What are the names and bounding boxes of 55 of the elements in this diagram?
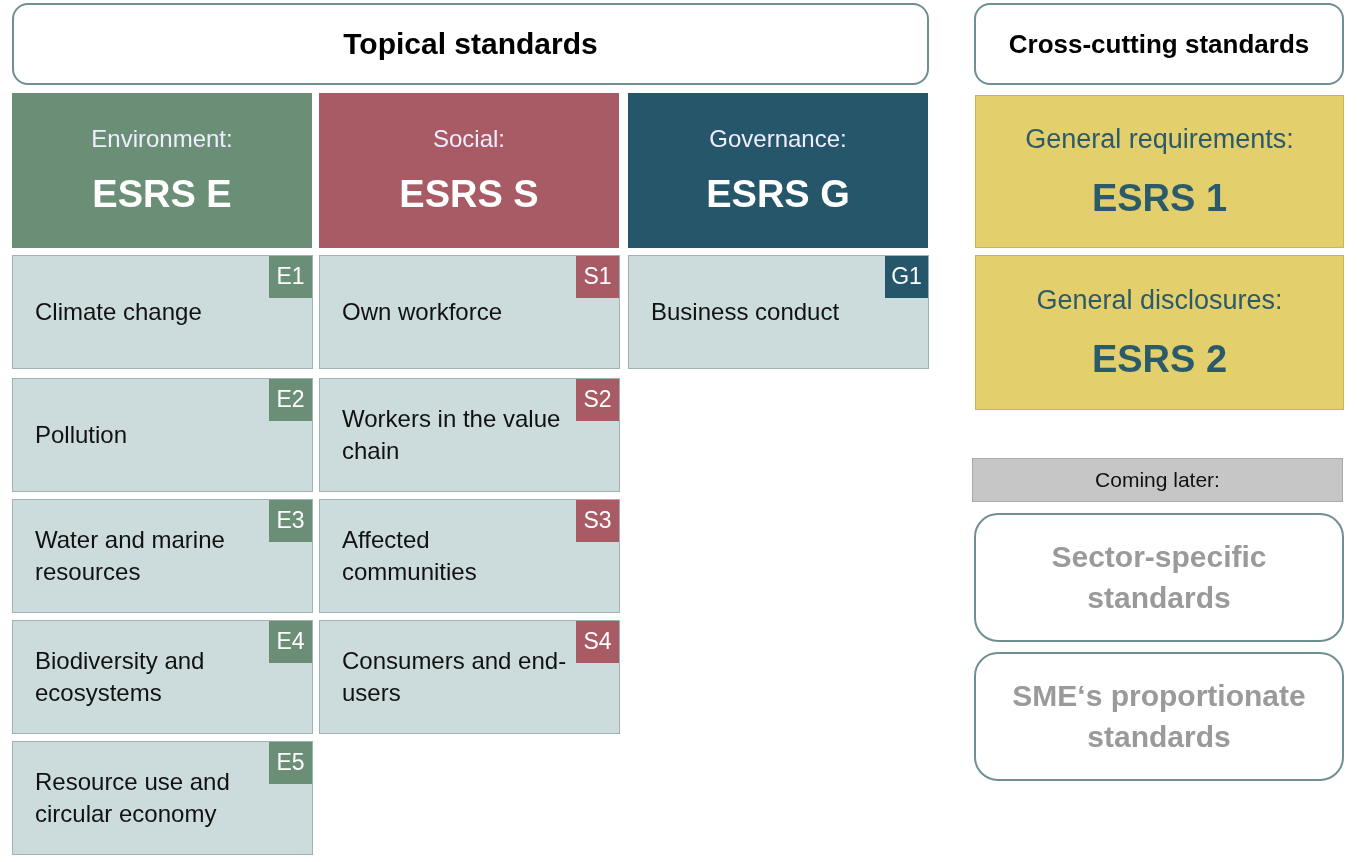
topic-box: [319, 378, 620, 492]
code-badge: E4: [269, 621, 312, 663]
standard-code: ESRS S: [399, 173, 539, 216]
topic-box: [12, 741, 313, 855]
code-badge: E2: [269, 379, 312, 421]
standard-code: ESRS E: [92, 173, 232, 216]
future-standard-box: [974, 513, 1344, 642]
category-label: Environment:: [91, 125, 233, 153]
standard-label: SME‘s proportionate standards: [1011, 678, 1307, 755]
category-label: General requirements:: [1025, 123, 1294, 155]
standard-label: Sector-specific standards: [1050, 539, 1268, 616]
category-label: Social:: [432, 125, 505, 153]
topic-box: [319, 620, 620, 734]
code-badge: E3: [269, 500, 312, 542]
note-text: Coming later:: [1095, 468, 1220, 492]
future-standard-box: [974, 652, 1344, 781]
requirements-box: [975, 255, 1344, 410]
standard-code: ESRS 1: [1091, 176, 1228, 220]
requirements-box: [975, 95, 1344, 248]
topic-box: [319, 255, 620, 369]
topic-label: Climate change: [35, 296, 202, 327]
topic-box: [12, 620, 313, 734]
topic-label: Business conduct: [651, 296, 840, 327]
code-badge: E1: [269, 256, 312, 298]
topic-label: Resource use and circular economy: [35, 766, 231, 829]
header-box: [12, 3, 929, 85]
topic-label: Workers in the value chain: [342, 403, 562, 466]
category-header: [628, 93, 928, 248]
standard-code: ESRS G: [706, 173, 850, 216]
code-badge: G1: [885, 256, 928, 298]
category-label: Governance:: [709, 125, 847, 153]
category-header: [12, 93, 312, 248]
code-badge: E5: [269, 742, 312, 784]
topic-label: Own workforce: [342, 296, 503, 327]
category-header: [319, 93, 619, 248]
topic-label: Water and marine resources: [35, 524, 226, 587]
note-band: [972, 458, 1343, 502]
topic-label: Affected communities: [342, 524, 478, 587]
code-badge: S1: [576, 256, 619, 298]
heading-text: Cross-cutting standards: [1008, 28, 1310, 60]
topic-box: [12, 499, 313, 613]
heading-text: Topical standards: [343, 27, 598, 61]
topic-label: Consumers and end-users: [342, 645, 568, 708]
topic-box: [12, 255, 313, 369]
topic-box: [628, 255, 929, 369]
code-badge: S4: [576, 621, 619, 663]
code-badge: S3: [576, 500, 619, 542]
topic-box: [12, 378, 313, 492]
category-label: General disclosures:: [1036, 284, 1283, 316]
topic-label: Biodiversity and ecosystems: [35, 645, 206, 708]
topic-box: [319, 499, 620, 613]
topic-label: Pollution: [35, 419, 128, 450]
header-box: [974, 3, 1344, 85]
code-badge: S2: [576, 379, 619, 421]
standard-code: ESRS 2: [1091, 337, 1228, 381]
